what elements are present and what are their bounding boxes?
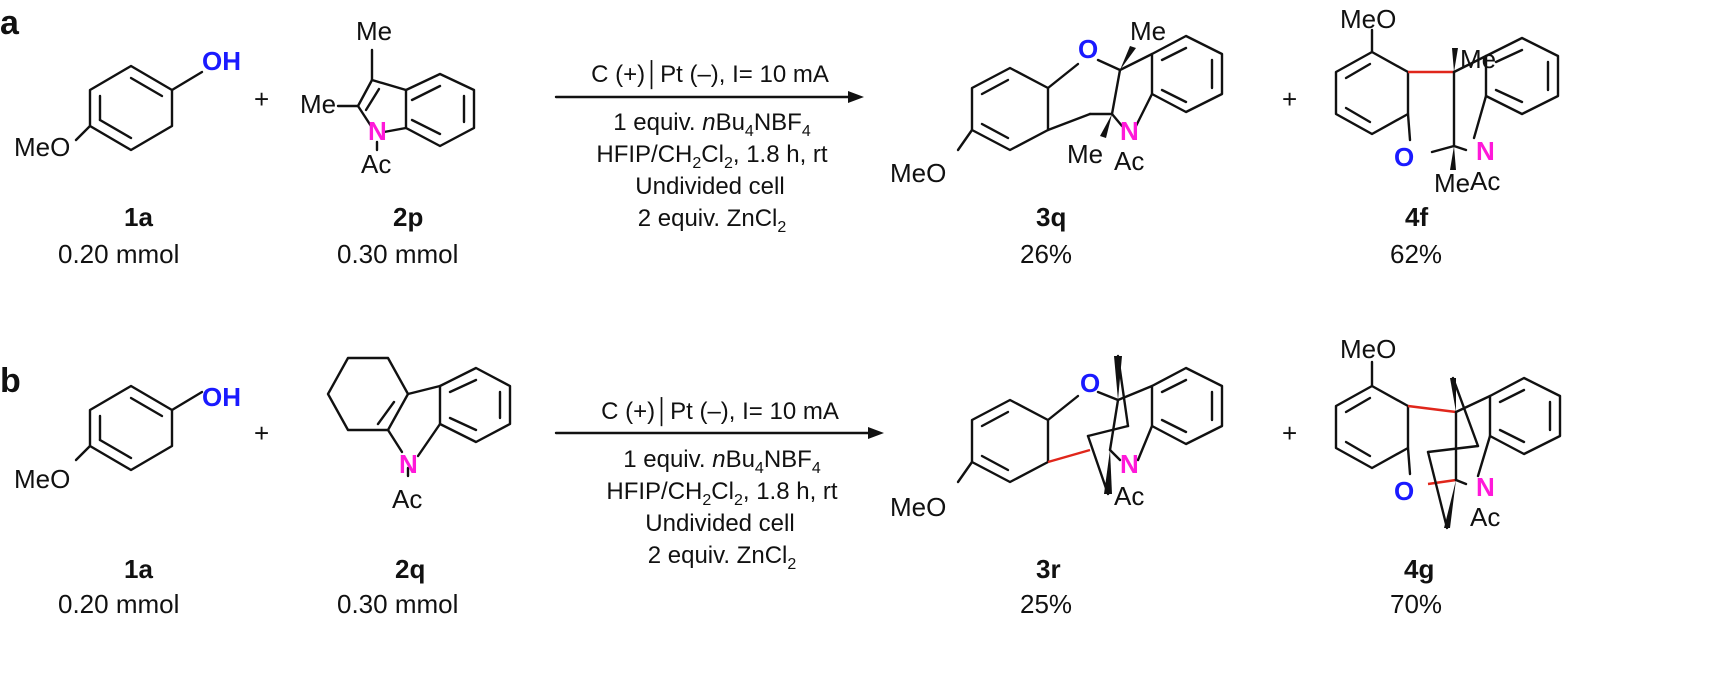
methyl-top-label: Me	[356, 16, 392, 46]
amount-1a: 0.20 mmol	[58, 589, 179, 619]
condition-solvent: HFIP/CH2Cl2, 1.8 h, rt	[596, 141, 828, 172]
condition-electrodes: C (+)│Pt (–), I= 10 mA	[591, 60, 829, 90]
compound-id-3r: 3r	[1036, 554, 1061, 584]
condition-electrodes: C (+)│Pt (–), I= 10 mA	[601, 397, 839, 427]
compound-id-1a: 1a	[124, 554, 153, 584]
nitrogen-label: N	[1476, 472, 1495, 502]
oxygen-label: O	[1394, 142, 1414, 172]
condition-solvent: HFIP/CH2Cl2, 1.8 h, rt	[606, 478, 838, 509]
yield-3q: 26%	[1020, 239, 1072, 269]
nitrogen-label: N	[399, 449, 418, 479]
panel-b: b OH MeO 1a 0.20 mmol + N	[0, 334, 1562, 619]
plus-sign: +	[1282, 418, 1297, 448]
nitrogen-label: N	[368, 116, 387, 146]
acetyl-label: Ac	[392, 484, 422, 514]
reactant-1a-structure: OH MeO	[14, 46, 241, 162]
acetyl-label: Ac	[1114, 146, 1144, 176]
methoxy-label: MeO	[1340, 4, 1396, 34]
product-3q-structure: O N Me Me Ac MeO	[890, 16, 1224, 188]
condition-additive: 2 equiv. ZnCl2	[648, 542, 797, 573]
acetyl-label: Ac	[1470, 166, 1500, 196]
methoxy-label: MeO	[890, 492, 946, 522]
methoxy-label: MeO	[1340, 334, 1396, 364]
condition-cell: Undivided cell	[645, 510, 794, 537]
acetyl-label: Ac	[1470, 502, 1500, 532]
acetyl-label: Ac	[1114, 481, 1144, 511]
oxygen-label: O	[1080, 368, 1100, 398]
amount-2p: 0.30 mmol	[337, 239, 458, 269]
reaction-arrow	[554, 427, 884, 439]
yield-4f: 62%	[1390, 239, 1442, 269]
compound-id-4g: 4g	[1404, 554, 1434, 584]
nitrogen-label: N	[1120, 116, 1139, 146]
hydroxyl-label: OH	[202, 46, 241, 76]
product-3r-structure: O N Ac MeO	[890, 354, 1224, 522]
panel-letter: a	[0, 4, 20, 42]
methoxy-label: MeO	[14, 132, 70, 162]
compound-id-4f: 4f	[1405, 202, 1428, 232]
methyl-label-1: Me	[1130, 16, 1166, 46]
methyl-left-label: Me	[300, 89, 336, 119]
plus-sign: +	[254, 84, 269, 114]
compound-id-2p: 2p	[393, 202, 423, 232]
yield-3r: 25%	[1020, 589, 1072, 619]
compound-id-3q: 3q	[1036, 202, 1066, 232]
amount-1a: 0.20 mmol	[58, 239, 179, 269]
reactant-1a-structure: OH MeO	[14, 382, 241, 494]
condition-electrolyte: 1 equiv. nBu4NBF4	[623, 446, 821, 477]
nitrogen-label: N	[1476, 136, 1495, 166]
oxygen-label: O	[1394, 476, 1414, 506]
nitrogen-label: N	[1120, 449, 1139, 479]
compound-id-2q: 2q	[395, 554, 425, 584]
reactant-2q-structure: N Ac	[326, 356, 512, 514]
panel-a: a OH MeO 1a 0.20 mmol +	[0, 4, 1560, 269]
methyl-label-1: Me	[1460, 44, 1496, 74]
methoxy-label: MeO	[890, 158, 946, 188]
methyl-label-2: Me	[1067, 139, 1103, 169]
acetyl-label: Ac	[361, 149, 391, 179]
product-4f-structure: O N Me Me Ac MeO	[1334, 4, 1560, 198]
product-4g-structure: O N Ac MeO	[1334, 334, 1562, 532]
panel-letter: b	[0, 362, 21, 400]
hydroxyl-label: OH	[202, 382, 241, 412]
methoxy-label: MeO	[14, 464, 70, 494]
oxygen-label: O	[1078, 34, 1098, 64]
yield-4g: 70%	[1390, 589, 1442, 619]
plus-sign: +	[254, 418, 269, 448]
condition-electrolyte: 1 equiv. nBu4NBF4	[613, 109, 811, 140]
reaction-arrow	[554, 91, 864, 103]
plus-sign: +	[1282, 84, 1297, 114]
methyl-label-2: Me	[1434, 168, 1470, 198]
compound-id-1a: 1a	[124, 202, 153, 232]
amount-2q: 0.30 mmol	[337, 589, 458, 619]
condition-cell: Undivided cell	[635, 173, 784, 200]
reactant-2p-structure: Me Me N Ac	[300, 16, 476, 179]
condition-additive: 2 equiv. ZnCl2	[638, 205, 787, 236]
